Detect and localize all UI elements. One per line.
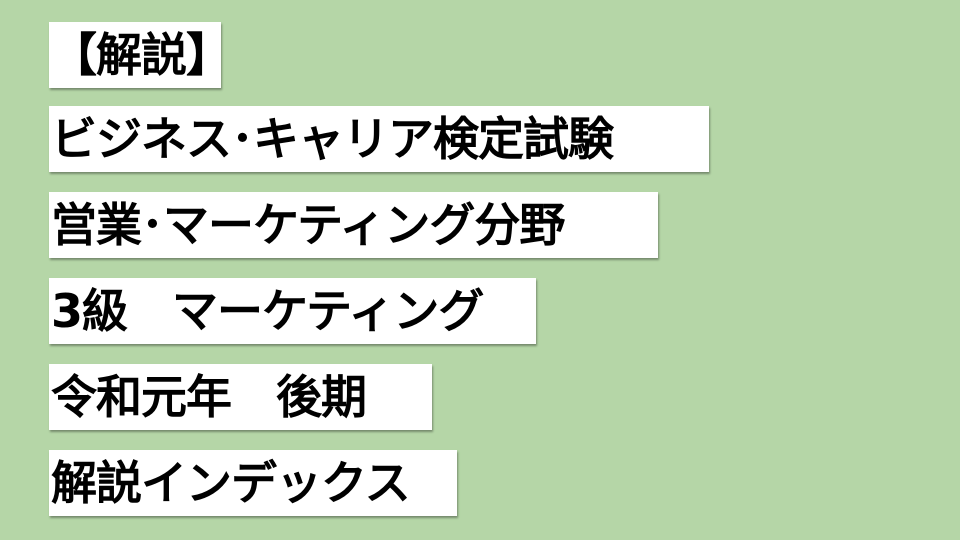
grade-subject: 3級 マーケティング	[49, 278, 536, 344]
explanation-index: 解説インデックス	[49, 450, 457, 516]
field-name: 営業･マーケティング分野	[49, 192, 658, 258]
exam-name: ビジネス･キャリア検定試験	[49, 106, 709, 172]
exam-period: 令和元年 後期	[49, 364, 432, 430]
heading-kaisetsu: 【解説】	[49, 22, 232, 88]
